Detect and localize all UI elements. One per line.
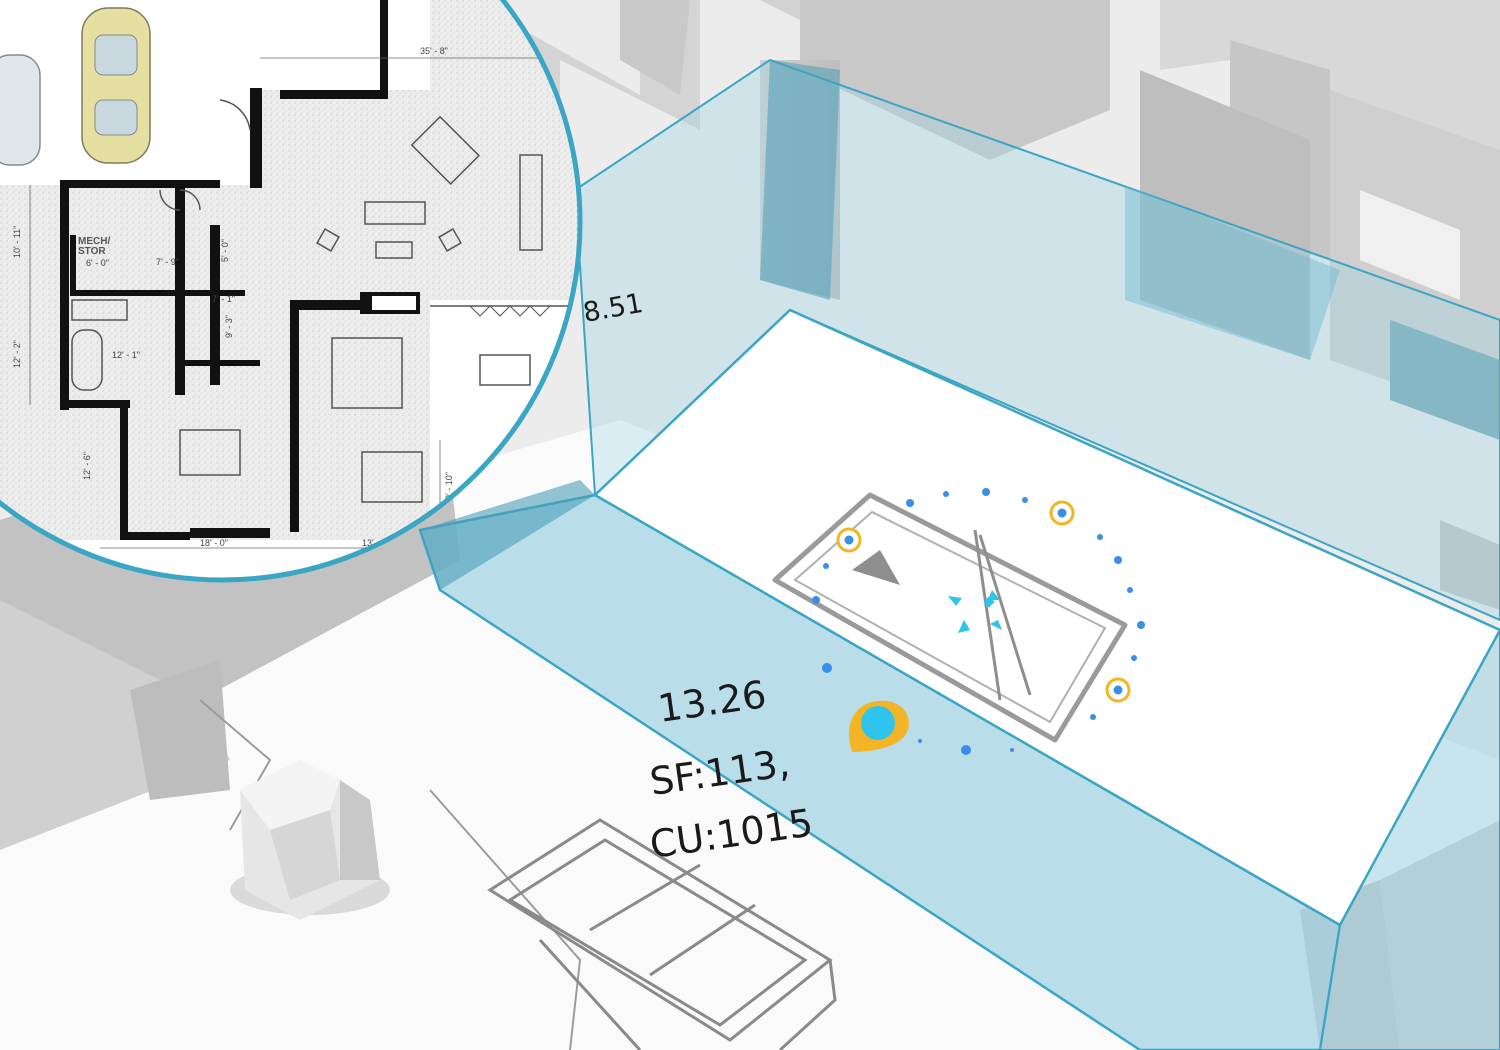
- car-icon: [0, 7, 151, 166]
- dimension-10: 18' - 0": [200, 538, 228, 548]
- room-zone[interactable]: [418, 58, 1500, 1050]
- dimension-12: 9' - 10": [444, 472, 454, 500]
- sofa-icon: [487, 818, 837, 1050]
- dimension-2: 12' - 2": [12, 340, 22, 368]
- dimension-3: 12' - 6": [82, 452, 92, 480]
- move-arrows-icon[interactable]: [948, 590, 1002, 633]
- room-label-mech: MECH/: [78, 236, 110, 247]
- dimension-8: 9' - 3": [224, 315, 234, 338]
- dimension-0: 35' - 8": [420, 46, 448, 56]
- dimension-7: 7' - 1": [212, 294, 235, 304]
- armchair-icon: [230, 760, 390, 920]
- room-label-stor: STOR: [78, 246, 106, 257]
- inset-border: [0, 0, 583, 583]
- dimension-5: 7' - 9": [156, 257, 179, 267]
- dimension-1: 10' - 11": [12, 226, 22, 258]
- dimension-6: 5' - 0": [220, 239, 230, 262]
- pool-table-icon[interactable]: [772, 492, 1128, 743]
- dimension-4: 6' - 0": [86, 258, 109, 268]
- location-pin-icon[interactable]: [849, 700, 909, 752]
- dimension-9: 12' - 1": [112, 350, 140, 360]
- rotate-handle-icon[interactable]: [812, 488, 1145, 755]
- gold-handles[interactable]: [836, 500, 1131, 703]
